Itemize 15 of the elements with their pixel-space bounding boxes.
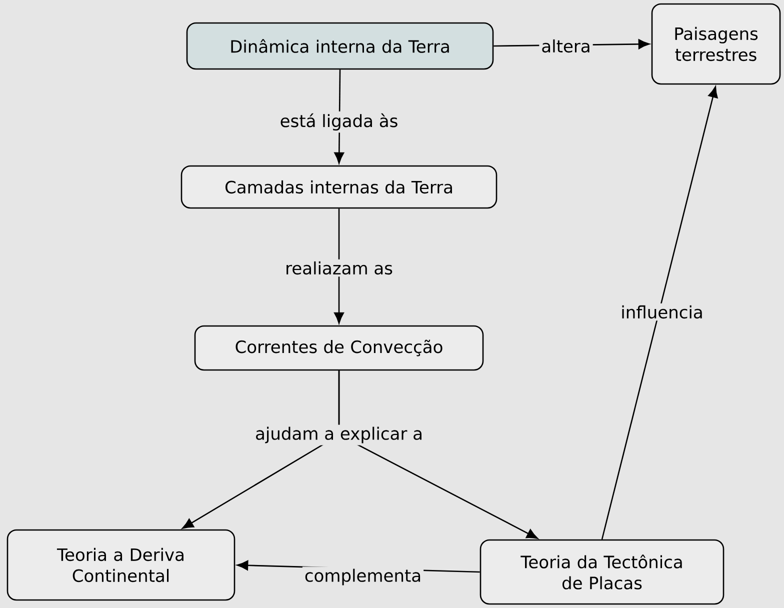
concept-box: Dinâmica interna da Terra: [186, 22, 494, 70]
arrow: [334, 208, 344, 324]
concept-box: Camadas internas da Terra: [180, 165, 498, 209]
concept-box: Paisagens terrestres: [651, 3, 781, 85]
edge-label: complementa: [302, 566, 424, 588]
concept-box: Teoria a Deriva Continental: [6, 529, 236, 601]
concept-box: Correntes de Convecção: [194, 325, 484, 371]
arrow: [601, 86, 718, 540]
edge-label: realiazam as: [283, 259, 395, 277]
concept-box: Teoria da Tectônica de Placas: [480, 539, 724, 605]
edge-label: influencia: [618, 303, 706, 321]
edge-label: ajudam a explicar a: [253, 424, 425, 446]
edge-label: altera: [539, 37, 593, 55]
arrow: [338, 370, 538, 539]
edge-label: está ligada às: [278, 111, 400, 133]
